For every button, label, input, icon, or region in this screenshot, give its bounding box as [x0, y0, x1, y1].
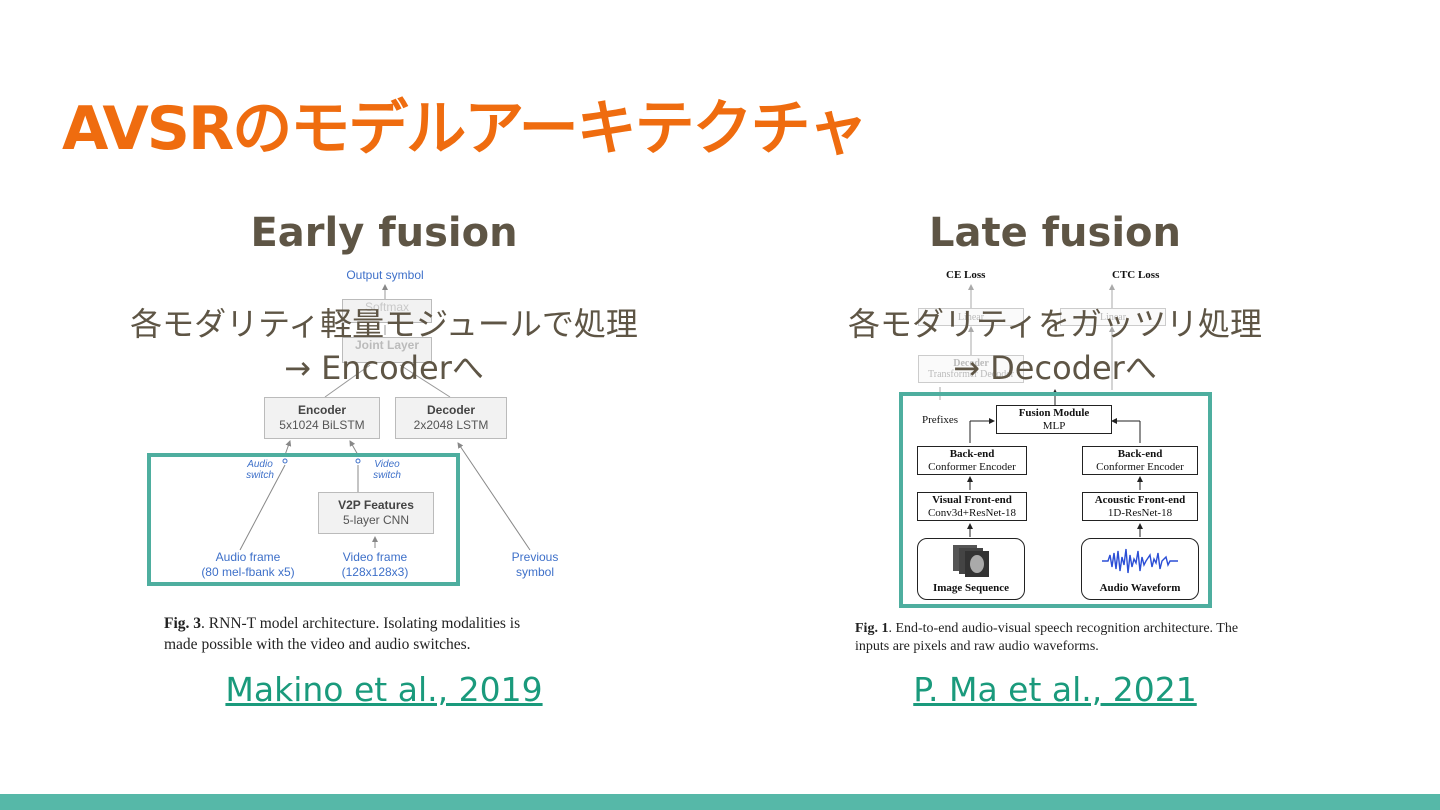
decoder-box: Decoder 2x2048 LSTM	[395, 397, 507, 439]
encoder-sub: 5x1024 BiLSTM	[279, 418, 364, 432]
fusion-module-box: Fusion Module MLP	[996, 405, 1112, 434]
makino-citation-link[interactable]: Makino et al., 2019	[174, 670, 594, 709]
early-fusion-note: 各モダリティ軽量モジュールで処理 → Encoderへ	[104, 302, 664, 390]
face-frames-icon	[951, 543, 991, 579]
video-frame-line1: Video frame	[343, 550, 407, 564]
ctc-loss-label: CTC Loss	[1112, 269, 1159, 281]
early-fusion-heading: Early fusion	[174, 210, 594, 256]
audio-switch-line1: Audio	[247, 459, 273, 470]
video-switch-line1: Video	[374, 459, 399, 470]
caption-label-r: Fig. 1	[855, 621, 888, 636]
audio-frame-line1: Audio frame	[216, 550, 281, 564]
audio-waveform-label: Audio Waveform	[1082, 582, 1198, 595]
audio-frame-label: Audio frame (80 mel-fbank x5)	[188, 550, 308, 580]
encoder-title: Encoder	[298, 403, 346, 417]
video-frame-line2: (128x128x3)	[342, 565, 409, 579]
caption-text-2-r: inputs are pixels and raw audio waveform…	[855, 639, 1099, 654]
caption-text-2: made possible with the video and audio s…	[164, 636, 471, 653]
caption-text-r: . End-to-end audio-visual speech recogni…	[888, 621, 1238, 636]
backend-right-box: Back-end Conformer Encoder	[1082, 446, 1198, 475]
backend-left-sub: Conformer Encoder	[928, 461, 1016, 473]
late-fusion-note-line2: → Decoderへ	[815, 346, 1295, 390]
acoustic-title: Acoustic Front-end	[1095, 494, 1186, 506]
early-fusion-note-line2: → Encoderへ	[104, 346, 664, 390]
early-fusion-note-line1: 各モダリティ軽量モジュールで処理	[104, 302, 664, 346]
bottom-accent-bar	[0, 794, 1440, 810]
image-sequence-box: Image Sequence	[917, 538, 1025, 600]
late-fusion-note: 各モダリティをガッツリ処理 → Decoderへ	[815, 302, 1295, 390]
decoder-title: Decoder	[427, 403, 475, 417]
backend-left-title: Back-end	[950, 448, 995, 460]
visual-title: Visual Front-end	[932, 494, 1012, 506]
backend-right-sub: Conformer Encoder	[1096, 461, 1184, 473]
caption-label: Fig. 3	[164, 615, 201, 632]
video-frame-label: Video frame (128x128x3)	[325, 550, 425, 580]
fusion-title: Fusion Module	[1019, 407, 1090, 419]
waveform-icon	[1100, 543, 1180, 579]
v2p-title: V2P Features	[338, 498, 414, 512]
encoder-box: Encoder 5x1024 BiLSTM	[264, 397, 380, 439]
audio-frame-line2: (80 mel-fbank x5)	[201, 565, 294, 579]
early-fusion-caption: Fig. 3. RNN-T model architecture. Isolat…	[164, 613, 614, 655]
audio-switch-label: Audio switch	[235, 459, 285, 481]
late-fusion-heading: Late fusion	[845, 210, 1265, 256]
v2p-features-box: V2P Features 5-layer CNN	[318, 492, 434, 534]
visual-frontend-box: Visual Front-end Conv3d+ResNet-18	[917, 492, 1027, 521]
audio-waveform-box: Audio Waveform	[1081, 538, 1199, 600]
image-sequence-label: Image Sequence	[918, 582, 1024, 595]
output-symbol-label: Output symbol	[330, 268, 440, 283]
late-fusion-caption: Fig. 1. End-to-end audio-visual speech r…	[855, 620, 1275, 656]
previous-symbol-label: Previous symbol	[495, 550, 575, 580]
acoustic-sub: 1D-ResNet-18	[1108, 507, 1172, 519]
late-fusion-note-line1: 各モダリティをガッツリ処理	[815, 302, 1295, 346]
video-switch-label: Video switch	[362, 459, 412, 481]
caption-text: . RNN-T model architecture. Isolating mo…	[201, 615, 520, 632]
ma-citation-link[interactable]: P. Ma et al., 2021	[845, 670, 1265, 709]
acoustic-frontend-box: Acoustic Front-end 1D-ResNet-18	[1082, 492, 1198, 521]
slide-title: AVSRのモデルアーキテクチャ	[62, 80, 866, 167]
previous-line1: Previous	[512, 550, 559, 564]
backend-right-title: Back-end	[1118, 448, 1163, 460]
fusion-sub: MLP	[1043, 420, 1066, 432]
v2p-sub: 5-layer CNN	[343, 513, 409, 527]
previous-line2: symbol	[516, 565, 554, 579]
decoder-sub: 2x2048 LSTM	[414, 418, 489, 432]
prefixes-label: Prefixes	[922, 414, 958, 426]
ce-loss-label: CE Loss	[946, 269, 985, 281]
backend-left-box: Back-end Conformer Encoder	[917, 446, 1027, 475]
video-switch-line2: switch	[373, 470, 401, 481]
visual-sub: Conv3d+ResNet-18	[928, 507, 1016, 519]
audio-switch-line2: switch	[246, 470, 274, 481]
